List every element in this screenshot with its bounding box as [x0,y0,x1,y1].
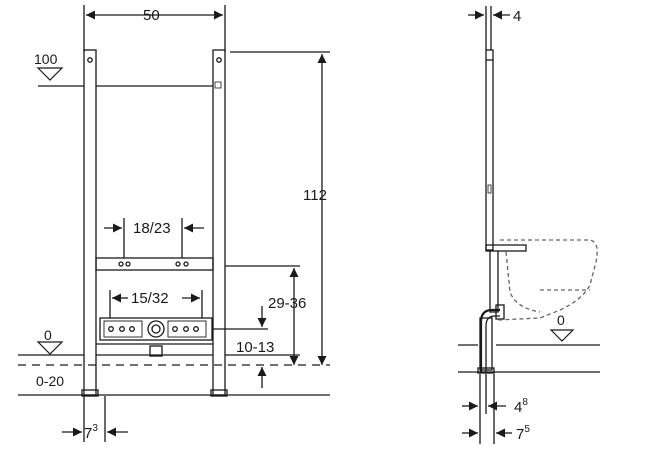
bidet-outline [497,239,598,321]
floor-range-label: 0-20 [36,373,64,389]
upper-rail [95,257,214,271]
side-view [458,6,600,444]
left-post [83,49,97,396]
top-depth-label: 4 [513,8,521,25]
mid-height-label: 29-36 [268,295,306,312]
low-height-label: 10-13 [236,339,274,356]
low-depth-a-label: 48 [514,397,528,416]
width-label: 50 [143,7,160,24]
right-post [212,49,226,396]
front-view [18,5,330,442]
floor-level-label: 0 [44,327,52,343]
lower-spacing-label: 15/32 [131,290,169,307]
side-post [485,49,494,251]
foot-offset-label: 73 [84,423,98,442]
total-height-label: 112 [303,187,327,204]
level-top-label: 100 [34,51,58,67]
side-floor-level-label: 0 [557,312,565,328]
low-depth-b-label: 75 [516,424,530,443]
upper-spacing-label: 18/23 [133,220,171,237]
